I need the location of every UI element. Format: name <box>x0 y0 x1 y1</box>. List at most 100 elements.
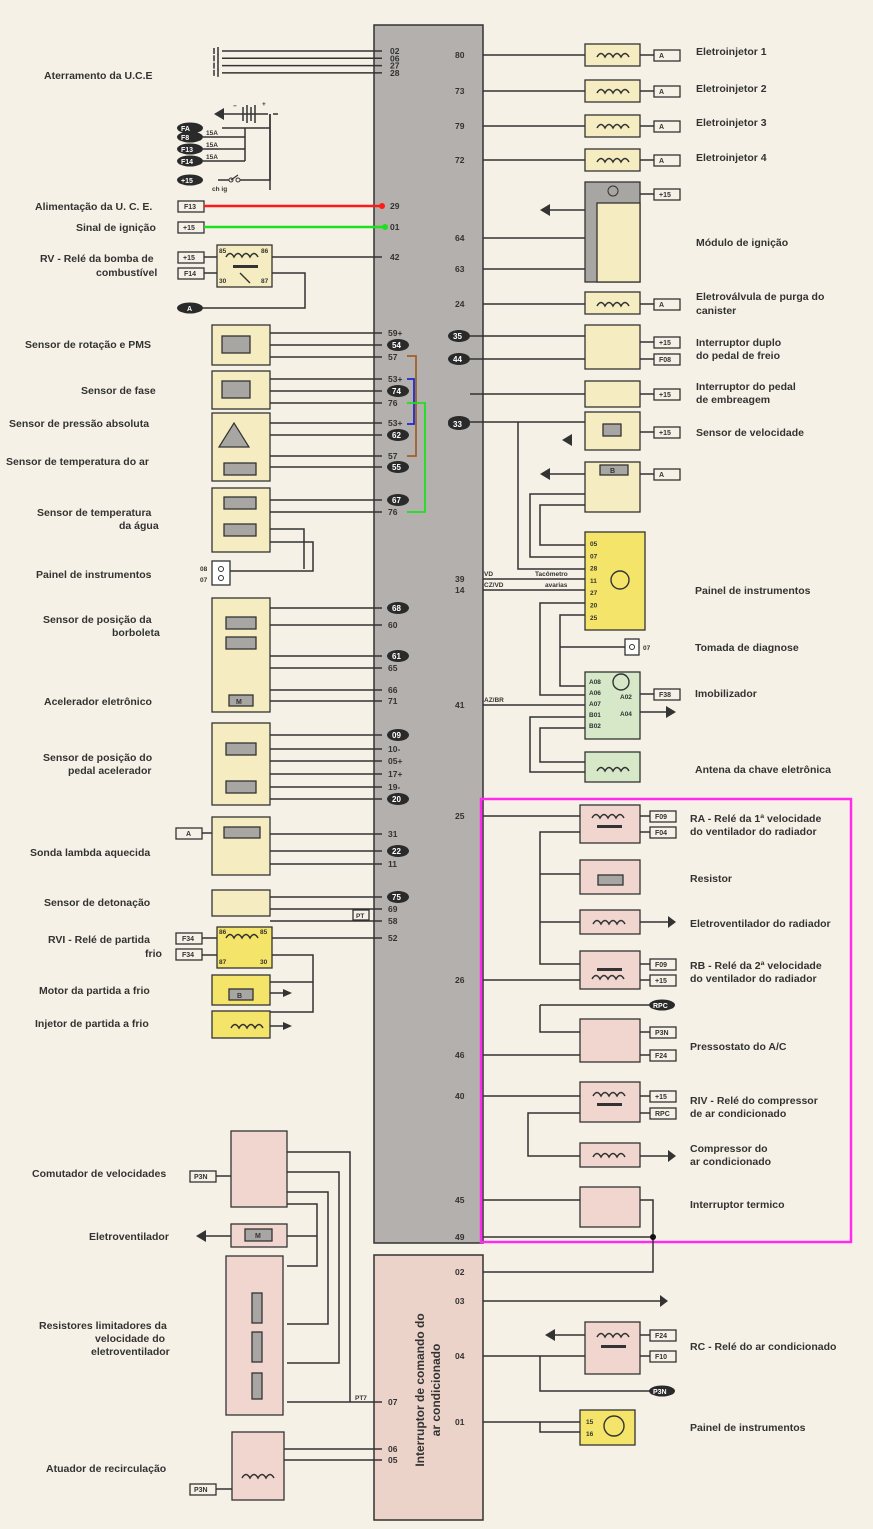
uce-pin-10-: 10- <box>388 744 400 754</box>
label-rb-1: RB - Relé da 2ª velocidade <box>690 960 822 972</box>
svg-text:33: 33 <box>453 420 462 429</box>
svg-text:VD: VD <box>484 571 493 578</box>
svg-text:61: 61 <box>392 652 401 661</box>
uce-pin-badge-35 <box>448 330 470 342</box>
uce-pin-02: 02 <box>390 46 400 56</box>
uce-pin-57: 57 <box>388 352 398 362</box>
uce-pin-badge-61 <box>387 650 409 662</box>
label-clutch-2: de embreagem <box>696 394 770 406</box>
uce-pin-58: 58 <box>388 916 398 926</box>
ac-switch-title-line1: Interruptor de comando do <box>413 1313 427 1466</box>
knock-sensor-box <box>211 889 271 917</box>
label-compressor-2: ar condicionado <box>690 1156 771 1168</box>
svg-text:F34: F34 <box>182 936 194 943</box>
rvi-relay-box <box>216 926 273 969</box>
svg-text:+15: +15 <box>659 192 671 199</box>
ac-switch-title: Interruptor de comando do ar condicionad… <box>413 1313 443 1466</box>
label-map-sensor: Sensor de pressão absoluta <box>9 418 149 430</box>
svg-text:86: 86 <box>219 929 227 936</box>
radiator-ac-highlight <box>479 797 853 1244</box>
label-diag: Tomada de diagnose <box>695 642 799 654</box>
label-rv-2: combustível <box>96 267 157 279</box>
svg-text:07: 07 <box>200 577 208 584</box>
label-water-temp-1: Sensor de temperatura <box>37 507 152 519</box>
svg-text:F04: F04 <box>655 830 667 837</box>
uce-pin-badge-67 <box>387 494 409 506</box>
label-canister-1: Eletroválvula de purga do <box>696 291 824 303</box>
label-antenna: Antena da chave eletrônica <box>695 764 831 776</box>
label-compressor-1: Compressor do <box>690 1143 768 1155</box>
svg-text:+15: +15 <box>183 255 195 262</box>
svg-text:M: M <box>255 1233 261 1240</box>
label-res-1: Resistores limitadores da <box>39 1320 167 1332</box>
svg-text:F24: F24 <box>655 1333 667 1340</box>
canister-valve-box <box>584 291 641 315</box>
uce-pin-72: 72 <box>455 155 465 165</box>
svg-text:30: 30 <box>219 278 227 285</box>
coil-icon <box>592 1152 626 1159</box>
brake-switch-box <box>584 324 641 370</box>
label-ground: Aterramento da U.C.E <box>44 70 153 82</box>
label-rvi-2: frio <box>145 948 162 960</box>
uce-pin-badge-22 <box>387 845 409 857</box>
tag-A <box>653 468 681 481</box>
svg-text:44: 44 <box>453 355 462 364</box>
transistor-icon <box>603 1415 625 1437</box>
tag-F10 <box>649 1350 677 1363</box>
uce-pin-39: 39 <box>455 574 465 584</box>
label-fan: Eletroventilador <box>89 1231 169 1243</box>
svg-text:30: 30 <box>260 959 268 966</box>
svg-text:09: 09 <box>392 731 401 740</box>
immo-pin-A06: A06 <box>589 690 601 697</box>
immo-pin-A08: A08 <box>589 679 601 686</box>
label-speed-switch: Comutador de velocidades <box>32 1168 166 1180</box>
label-ra-1: RA - Relé da 1ª velocidade <box>690 813 821 825</box>
label-res-2: velocidade do <box>95 1333 165 1345</box>
fuse-tag-FA <box>177 122 203 134</box>
ground-arrow-icon <box>540 468 550 480</box>
tag-A <box>653 154 681 167</box>
label-riv-1: RIV - Relé do compressor <box>690 1095 818 1107</box>
tag-F24 <box>649 1049 677 1062</box>
bottom-left-components: P3N M PT7 P3N <box>189 1130 382 1501</box>
uce-pin-26: 26 <box>455 975 465 985</box>
label-rv-1: RV - Relé da bomba de <box>40 253 154 265</box>
svg-text:P3N: P3N <box>194 1174 208 1181</box>
svg-text:87: 87 <box>219 959 227 966</box>
ac-pin-03: 03 <box>455 1296 465 1306</box>
svg-text:B: B <box>610 468 615 475</box>
svg-text:F08: F08 <box>659 357 671 364</box>
riv-relay-box <box>579 1081 641 1123</box>
uce-pin-badge-44 <box>448 353 470 365</box>
coil-icon <box>592 1091 626 1098</box>
svg-text:P3N: P3N <box>655 1030 669 1037</box>
uce-pin-17+: 17+ <box>388 769 402 779</box>
left-sensor-labels: Sensor de rotação e PMS Sensor de fase S… <box>6 339 170 1475</box>
uce-pin-badge-55 <box>387 461 409 473</box>
coil-icon <box>596 1332 630 1339</box>
svg-text:A: A <box>659 472 664 479</box>
svg-text:85: 85 <box>219 248 227 255</box>
svg-text:P3N: P3N <box>194 1487 208 1494</box>
cluster-pin-11: 11 <box>590 578 597 585</box>
svg-text:75: 75 <box>392 893 401 902</box>
uce-pin-65: 65 <box>388 663 398 673</box>
label-cluster-2: Painel de instrumentos <box>690 1422 806 1434</box>
uce-pin-73: 73 <box>455 86 465 96</box>
ac-pin-04: 04 <box>455 1351 465 1361</box>
svg-text:+15: +15 <box>659 392 671 399</box>
svg-text:RPC: RPC <box>655 1111 670 1118</box>
svg-text:F14: F14 <box>184 271 196 278</box>
label-immobilizer: Imobilizador <box>695 688 757 700</box>
tag-p15 <box>649 1090 677 1103</box>
transistor-icon <box>612 673 630 691</box>
label-phase-sensor: Sensor de fase <box>81 385 156 397</box>
coil-icon <box>596 88 630 95</box>
svg-text:+15: +15 <box>659 430 671 437</box>
label-tps-1: Sensor de posição da <box>43 614 152 626</box>
svg-text:F13: F13 <box>184 204 196 211</box>
ground-arrow-icon <box>545 1329 555 1341</box>
label-speed-sensor: Sensor de velocidade <box>696 427 804 439</box>
uce-pin-42: 42 <box>390 252 400 262</box>
